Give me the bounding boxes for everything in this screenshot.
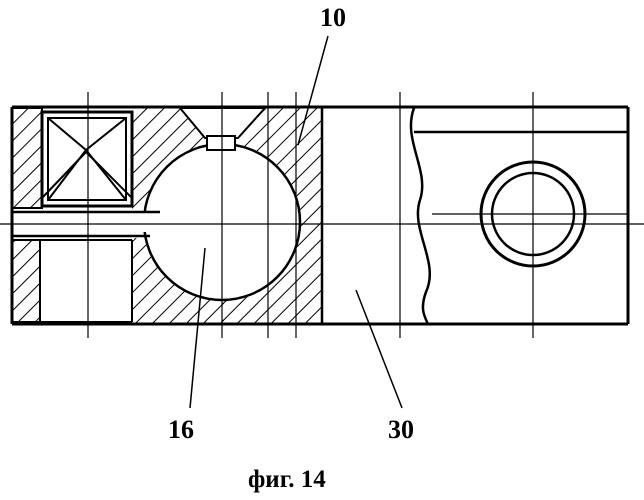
break-line (411, 108, 430, 324)
label-part-16: 16 (168, 415, 194, 444)
label-part-30: 30 (388, 415, 414, 444)
hatched-section-left-upper (12, 108, 42, 208)
figure-caption: фиг. 14 (248, 466, 326, 493)
label-part-10: 10 (320, 3, 346, 32)
left-square-element (42, 112, 132, 206)
hatched-section-left-lower (12, 240, 40, 322)
leader-30 (356, 290, 402, 408)
